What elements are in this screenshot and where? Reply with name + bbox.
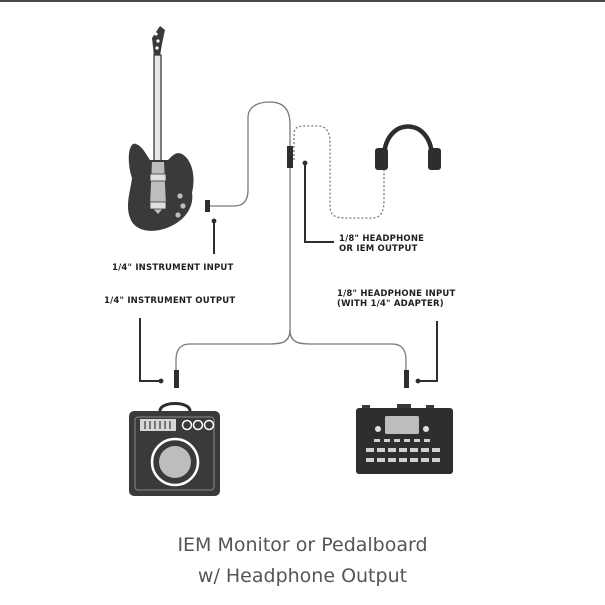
splitter-plug: [287, 146, 293, 168]
instrument-input-label: 1/4" INSTRUMENT INPUT: [112, 263, 234, 273]
headphones-icon: [375, 124, 441, 170]
caption-line1: IEM Monitor or Pedalboard: [177, 534, 428, 556]
pedalboard-plug: [404, 370, 409, 388]
headphone-input-label: 1/8" HEADPHONE INPUT (WITH 1/4" ADAPTER): [337, 289, 456, 309]
cables: [175, 101, 407, 380]
callout-dots: [158, 160, 421, 384]
headphone-output-label: 1/8" HEADPHONE OR IEM OUTPUT: [339, 234, 424, 254]
amp-plug: [174, 370, 179, 388]
headphone-input-label-line1: 1/8" HEADPHONE INPUT: [337, 289, 456, 299]
top-rule: [0, 0, 605, 2]
headphone-cable: [293, 125, 385, 219]
pedalboard-icon: [356, 404, 453, 474]
electric-guitar-icon: [127, 26, 210, 231]
headphone-output-label-line2: OR IEM OUTPUT: [339, 244, 418, 254]
callout-lines: [139, 163, 438, 382]
caption-line2: w/ Headphone Output: [197, 565, 408, 587]
headphone-output-label-line1: 1/8" HEADPHONE: [339, 234, 425, 244]
instrument-output-label: 1/4" INSTRUMENT OUTPUT: [104, 296, 236, 306]
guitar-amp-icon: [129, 402, 220, 496]
headphone-input-label-line2: (WITH 1/4" ADAPTER): [337, 299, 444, 309]
